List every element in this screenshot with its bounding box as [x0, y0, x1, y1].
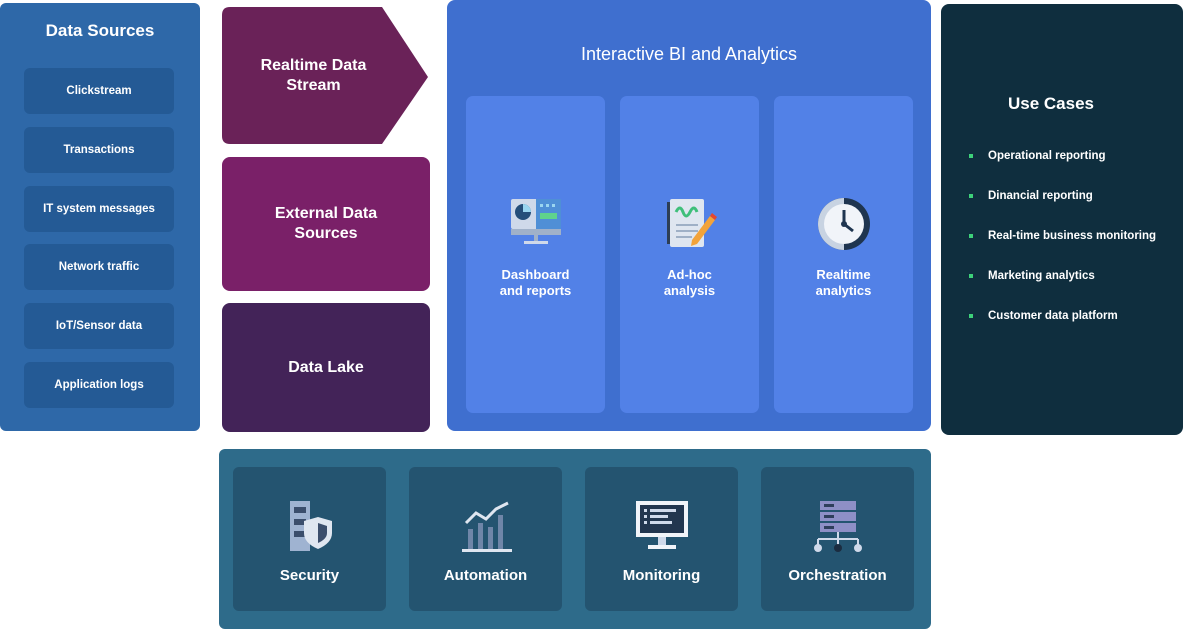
use-case-label: Operational reporting	[988, 150, 1106, 162]
data-sources-title: Data Sources	[45, 21, 155, 40]
source-clickstream: Clickstream	[24, 68, 174, 114]
capability-monitoring: Monitoring	[585, 467, 738, 611]
use-cases-panel: Use Cases Operational reporting Dinancia…	[941, 4, 1183, 435]
use-case-label: Real-time business monitoring	[988, 230, 1157, 242]
capability-security: Security	[233, 467, 386, 611]
notepad-pencil-icon	[620, 196, 759, 252]
bi-card-label: Ad-hoc analysis	[663, 267, 716, 298]
external-data-sources-block: External Data Sources	[222, 157, 430, 291]
dashboard-icon	[466, 196, 605, 246]
use-cases-title: Use Cases	[1007, 94, 1094, 113]
use-case-label: Marketing analytics	[988, 270, 1095, 282]
monitor-icon	[585, 499, 738, 553]
capability-label: Security	[279, 567, 340, 584]
bullet-icon	[969, 194, 973, 198]
use-case-item: Marketing analytics	[969, 270, 1095, 282]
source-transactions: Transactions	[24, 127, 174, 173]
bi-card-label: Realtime analytics	[815, 267, 872, 298]
source-application-logs: Application logs	[24, 362, 174, 408]
external-data-sources-label: External Data Sources	[274, 205, 378, 242]
platform-capabilities-panel: Security Automation Monitoring	[219, 449, 931, 629]
clock-icon	[774, 196, 913, 252]
use-case-item: Operational reporting	[969, 150, 1106, 162]
capability-label: Monitoring	[622, 567, 701, 584]
capability-orchestration: Orchestration	[761, 467, 914, 611]
bullet-icon	[969, 274, 973, 278]
bullet-icon	[969, 154, 973, 158]
realtime-data-stream-label: Realtime Data Stream	[260, 56, 367, 94]
use-case-label: Dinancial reporting	[988, 190, 1093, 202]
capability-label: Orchestration	[788, 567, 887, 584]
data-sources-panel: Data Sources Clickstream Transactions IT…	[0, 3, 200, 431]
realtime-data-stream-block: Realtime Data Stream	[222, 7, 430, 144]
data-lake-block: Data Lake	[222, 303, 430, 432]
source-it-system-messages: IT system messages	[24, 186, 174, 232]
use-case-item: Dinancial reporting	[969, 190, 1093, 202]
bi-card-dashboard: Dashboard and reports	[466, 96, 605, 413]
bullet-icon	[969, 314, 973, 318]
server-network-icon	[761, 499, 914, 553]
bi-card-label: Dashboard and reports	[499, 267, 572, 298]
bullet-icon	[969, 234, 973, 238]
capability-label: Automation	[443, 567, 528, 584]
bi-analytics-panel: Interactive BI and Analytics Dashboard a…	[447, 0, 931, 431]
bi-card-realtime: Realtime analytics	[774, 96, 913, 413]
arrow-shape	[222, 7, 428, 144]
source-network-traffic: Network traffic	[24, 244, 174, 290]
data-lake-label: Data Lake	[288, 358, 364, 376]
server-shield-icon	[233, 499, 386, 553]
use-case-item: Real-time business monitoring	[969, 230, 1156, 242]
bi-analytics-title: Interactive BI and Analytics	[580, 44, 798, 64]
bi-card-adhoc: Ad-hoc analysis	[620, 96, 759, 413]
capability-automation: Automation	[409, 467, 562, 611]
source-iot-sensor-data: IoT/Sensor data	[24, 303, 174, 349]
growth-chart-icon	[409, 499, 562, 553]
use-case-item: Customer data platform	[969, 310, 1118, 322]
use-case-label: Customer data platform	[988, 310, 1118, 322]
